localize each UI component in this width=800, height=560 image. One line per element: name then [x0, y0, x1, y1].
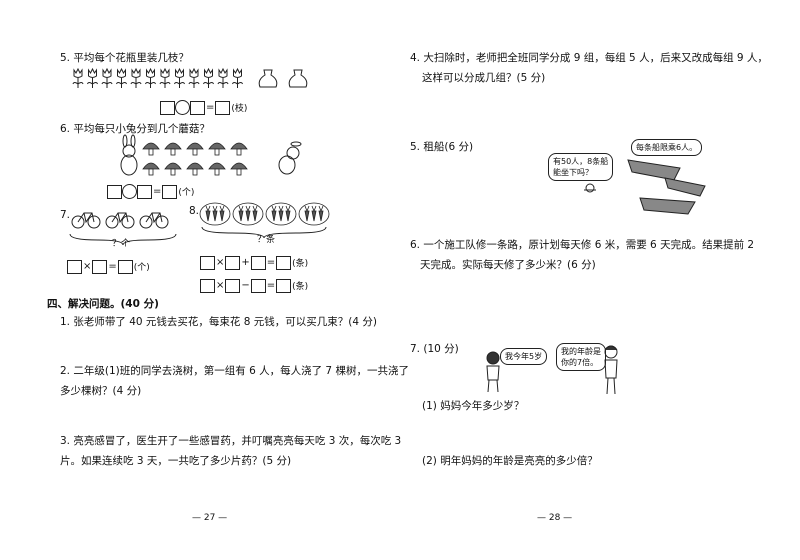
q6-equation: =(个) — [107, 181, 195, 200]
carrot-groups-illustration — [199, 202, 330, 239]
r-q4-line-2: 这样可以分成几组？(5 分) — [422, 72, 546, 84]
child-speech-bubble: 我今年5岁 — [500, 348, 548, 365]
mushroom-icon — [208, 142, 226, 156]
flower-icon — [159, 67, 171, 88]
page-number-left: — 27 — — [192, 513, 228, 523]
carrot-group-icon — [199, 202, 231, 226]
answer-box[interactable] — [200, 255, 215, 270]
answer-box[interactable] — [190, 100, 205, 115]
problem-3-line-1: 3. 亮亮感冒了，医生开了一些感冒药，并叮嘱亮亮每天吃 3 次，每次吃 3 — [60, 435, 402, 447]
answer-box[interactable] — [200, 278, 215, 293]
flower-icon — [145, 67, 156, 88]
problem-2-line-2: 多少棵树？(4 分) — [60, 385, 142, 397]
mushroom-icon — [230, 162, 248, 176]
problem-3-line-2: 片。如果连续吃 3 天，一共吃了多少片药？(5 分) — [60, 455, 292, 467]
problem-2-line-1: 2. 二年级(1)班的同学去浇树，第一组有 6 人，每人浇了 7 棵树，一共浇了 — [60, 365, 409, 377]
flower-icon — [130, 67, 142, 88]
answer-box[interactable] — [225, 278, 241, 293]
problem-1: 1. 张老师带了 40 元钱去买花，每束花 8 元钱，可以买几束？(4 分) — [60, 316, 377, 328]
unit-label: (个) — [178, 188, 195, 198]
mushroom-icon — [164, 162, 182, 176]
r-q7-sub-2: (2) 明年妈妈的年龄是亮亮的多少倍？ — [422, 455, 598, 467]
q8-equation-1: ×+=(条) — [200, 252, 309, 271]
carrot-group-icon — [232, 202, 264, 226]
child-mother-illustration — [486, 345, 618, 395]
page-number-right: — 28 — — [537, 513, 573, 523]
answer-box[interactable] — [67, 259, 82, 274]
unit-label: (个) — [133, 263, 150, 273]
answer-box[interactable] — [160, 100, 175, 115]
mushroom-icon — [208, 162, 226, 176]
bicycle-icon — [139, 212, 169, 229]
q8-brace-label: ？条 — [257, 235, 276, 245]
q8-label: 8. — [189, 205, 200, 217]
question-bubble-line-1: 有50人，8条船 — [553, 157, 609, 166]
flower-icon — [116, 67, 127, 88]
flower-icon — [188, 67, 200, 88]
mushroom-icon — [164, 142, 182, 156]
q7-equation: ×=(个) — [67, 256, 151, 275]
unit-label: (条) — [292, 282, 309, 292]
bicycles-illustration — [69, 212, 177, 246]
answer-box[interactable] — [162, 184, 178, 199]
bicycle-icon — [71, 212, 101, 229]
r-q6-line-1: 6. 一个施工队修一条路，原计划每天修 6 米，需要 6 天完成。结果提前 2 — [410, 239, 755, 251]
section-heading: 四、解决问题。(40 分) — [47, 298, 159, 310]
mushroom-icon — [230, 142, 248, 156]
boat-rule-bubble: 每条船限乘6人。 — [631, 139, 703, 156]
q8-equation-2: ×−=(条) — [200, 275, 309, 294]
question-bubble: 有50人，8条船 能坐下吗？ — [548, 153, 614, 181]
answer-box[interactable] — [225, 255, 241, 270]
answer-box[interactable] — [250, 278, 266, 293]
flower-icon — [203, 67, 214, 88]
q7-brace-label: ？个 — [112, 239, 131, 249]
flowers-vases-illustration — [72, 67, 308, 88]
flower-icon — [72, 67, 84, 88]
answer-box[interactable] — [117, 259, 133, 274]
q5-equation: =(枝) — [160, 97, 248, 116]
answer-box[interactable] — [276, 278, 292, 293]
flower-icon — [101, 67, 113, 88]
mother-bubble-line-1: 我的年龄是 — [561, 347, 601, 356]
operator-circle[interactable] — [122, 184, 137, 199]
flower-icon — [174, 67, 185, 88]
carrot-group-icon — [298, 202, 330, 226]
mushroom-icon — [142, 142, 160, 156]
flower-icon — [87, 67, 98, 88]
carrot-group-icon — [265, 202, 297, 226]
mushroom-icon — [186, 142, 204, 156]
question-bubble-line-2: 能坐下吗？ — [553, 168, 593, 177]
boats-illustration — [584, 159, 706, 215]
q5-title: 5. 平均每个花瓶里装几枝？ — [60, 52, 189, 64]
answer-box[interactable] — [107, 184, 122, 199]
mother-bubble-line-2: 你的7倍。 — [561, 358, 599, 367]
operator-circle[interactable] — [175, 100, 190, 115]
bicycle-icon — [105, 212, 135, 229]
r-q5-title: 5. 租船(6 分) — [410, 141, 474, 153]
unit-label: (枝) — [231, 104, 248, 114]
rabbits-mushrooms-illustration — [120, 134, 302, 176]
r-q7-sub-1: (1) 妈妈今年多少岁？ — [422, 400, 525, 412]
q6-title: 6. 平均每只小兔分到几个蘑菇？ — [60, 123, 210, 135]
r-q6-line-2: 天完成。实际每天修了多少米？(6 分) — [420, 259, 596, 271]
answer-box[interactable] — [215, 100, 231, 115]
flower-icon — [232, 67, 243, 88]
vase-icon — [288, 69, 308, 88]
flower-icon — [217, 67, 229, 88]
answer-box[interactable] — [276, 255, 292, 270]
answer-box[interactable] — [92, 259, 108, 274]
mushroom-icon — [142, 162, 160, 176]
vase-icon — [258, 69, 278, 88]
mushroom-icon — [186, 162, 204, 176]
answer-box[interactable] — [250, 255, 266, 270]
unit-label: (条) — [292, 259, 309, 269]
mother-speech-bubble: 我的年龄是 你的7倍。 — [556, 343, 606, 371]
answer-box[interactable] — [137, 184, 152, 199]
r-q7-title: 7. (10 分) — [410, 343, 459, 355]
r-q4-line-1: 4. 大扫除时，老师把全班同学分成 9 组，每组 5 人，后来又改成每组 9 人… — [410, 52, 768, 64]
q7-label: 7. — [60, 209, 71, 221]
